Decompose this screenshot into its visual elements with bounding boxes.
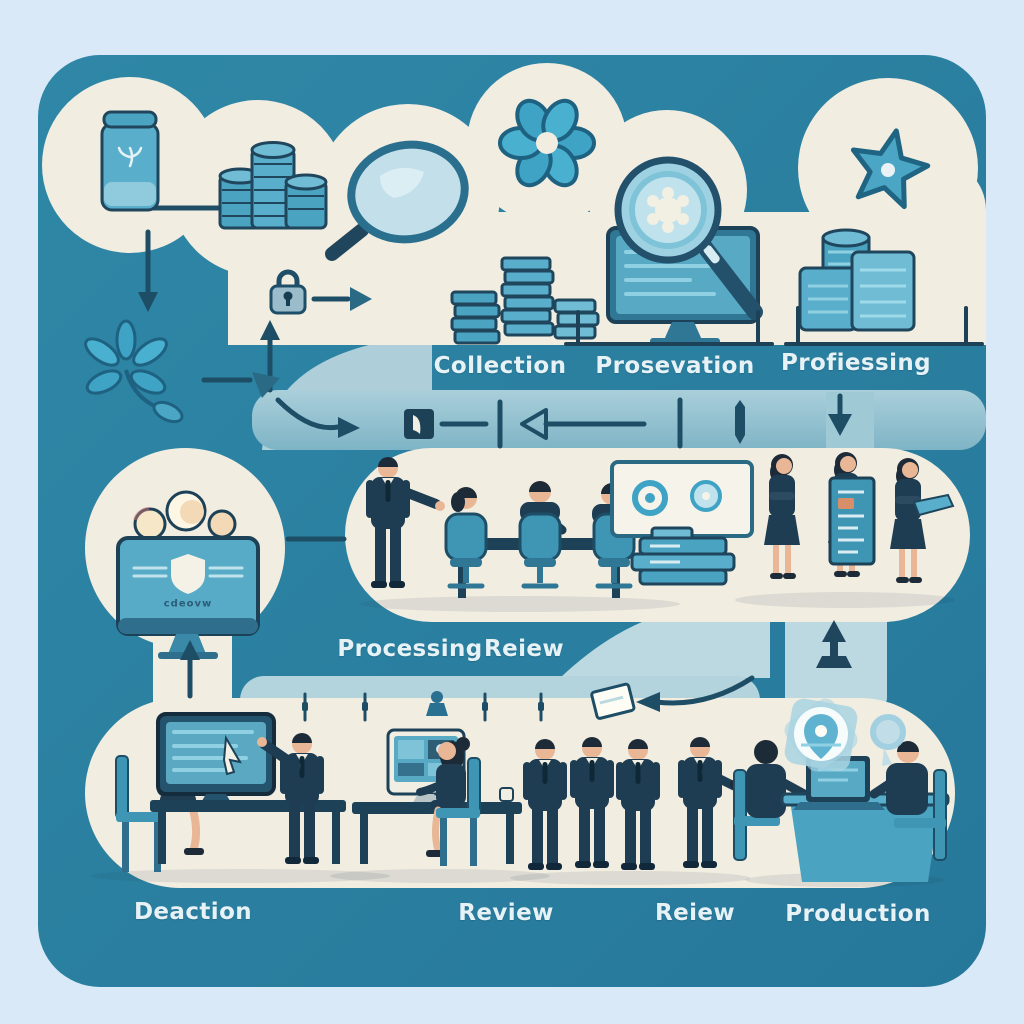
- location-shield-icon: [784, 698, 858, 772]
- down-arrow-icon: [138, 229, 158, 312]
- right-arrow-icon: [311, 287, 372, 311]
- up-arrow-icon: [180, 640, 200, 699]
- stage-label-reiew: Reiew: [654, 900, 736, 926]
- standing-women-group: [735, 452, 955, 608]
- stage-label-collection: Collection: [433, 353, 567, 379]
- review-desk-scene: [330, 728, 550, 883]
- deaction-desk-scene: [90, 712, 390, 883]
- production-table-scene: [733, 740, 950, 887]
- flower-icon: [498, 98, 596, 188]
- left-arrow-icon: [520, 408, 647, 440]
- document-icon: [590, 682, 636, 720]
- curved-arrow-icon: [636, 675, 755, 712]
- stage-label-processing: Processing: [337, 636, 483, 662]
- stage-label-prosevation: Prosevation: [595, 353, 755, 379]
- stage-label-review: Review: [458, 900, 554, 926]
- coin-stacks-icon: [218, 141, 328, 230]
- pill-jar-icon: [100, 110, 160, 212]
- magnifier-icon: [325, 140, 469, 261]
- lock-icon: [269, 269, 307, 315]
- copier-icon: [630, 526, 736, 586]
- pen-icon: [735, 400, 745, 444]
- leaf-branch-icon: [84, 319, 184, 424]
- up-arrow-icon: [816, 620, 852, 668]
- shield-monitor-icon: [116, 536, 260, 659]
- stage-label-profiessing: Profiessing: [781, 350, 931, 376]
- star-icon: [850, 128, 931, 210]
- down-arrow-icon: [828, 393, 852, 436]
- faces-icon: [133, 490, 237, 541]
- curved-arrow-icon: [252, 372, 360, 438]
- book-icon: [404, 409, 434, 439]
- tick-markers: [302, 692, 544, 722]
- server-stacks-icon: [450, 256, 600, 345]
- stage-label-deaction: Deaction: [133, 899, 253, 925]
- statue-arrow-icon: [426, 691, 448, 716]
- stage-label-production: Production: [785, 901, 931, 927]
- database-boxes-icon: [798, 228, 916, 332]
- presentation-board-icon: [610, 460, 754, 538]
- small-magnifier-icon: [870, 714, 906, 766]
- search-screen-icon: [606, 156, 763, 345]
- stage-label-reiew-mid: Reiew: [483, 636, 565, 662]
- monitor-screen-word: cdeovw: [163, 598, 213, 610]
- desk-bracket-lines: [564, 306, 984, 346]
